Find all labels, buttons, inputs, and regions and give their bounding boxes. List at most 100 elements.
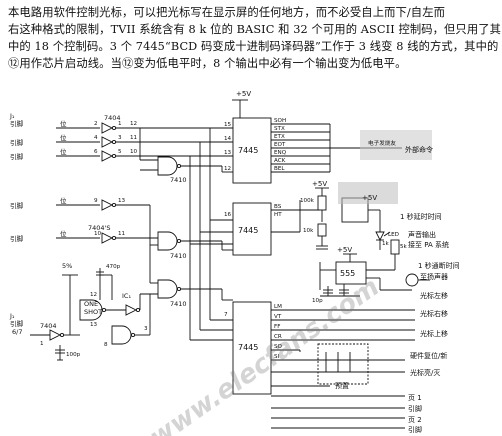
paragraph-line-1: 本电路用软件控制光标，可以把光标写在显示屏的任何地方，而不必受自上而下/自左而 (8, 6, 445, 19)
label-cursor-left: 光标左移 (420, 291, 448, 300)
chip3-label: 7445 (238, 343, 258, 352)
pin-3: 3 (118, 135, 122, 141)
chip2-label: 7445 (238, 226, 258, 235)
ctrl-code-3: EOT (274, 142, 286, 148)
label-one-sec: 1 秒通断时间 (418, 261, 460, 270)
pin-9: 9 (94, 198, 98, 204)
ctrl-code-3-3: CR (274, 334, 282, 340)
pin-5: 5 (118, 149, 122, 155)
ctrl-code-3-5: SI (274, 354, 280, 360)
ctrl-code-2-0: BS (274, 204, 282, 210)
timer-555-label: 555 (340, 269, 355, 278)
j1-label-top: J₁ (9, 112, 15, 120)
ctrl-code-5: ACK (274, 158, 286, 164)
inverter-chip-label-2: 7404'S (88, 224, 110, 232)
label-cursor-onoff: 光标亮/灭 (410, 368, 440, 377)
ic1-label: IC₁ (122, 292, 131, 300)
pin-12: 12 (224, 166, 231, 172)
pin-15: 15 (224, 122, 232, 128)
label-reset: 硬件复位/新 (410, 351, 447, 360)
nand-chip-label-3: 7410 (170, 300, 187, 308)
pin-14: 14 (224, 136, 232, 142)
label-page2: 页 2 (408, 416, 422, 424)
ctrl-code-6: BEL (274, 166, 285, 172)
ctrl-code-0: SOH (274, 118, 286, 124)
vcc-label: +5V (236, 90, 251, 98)
pin-13: 13 (224, 150, 232, 156)
pin-3b: 3 (144, 326, 148, 332)
percent-label: 5% (62, 262, 72, 270)
ctrl-code-3-1: VT (274, 314, 282, 320)
j1-pin-bottom: 引脚 (10, 319, 24, 328)
label-sound-out: 声音输出 (408, 230, 436, 239)
pin-11b: 11 (118, 231, 126, 237)
label-to-speaker: 至扬声器 (420, 272, 448, 281)
pin-1b: 1 (40, 341, 44, 347)
vcc-right-2: +5V (337, 246, 352, 254)
ctrl-code-2: ETX (274, 134, 285, 140)
j1-pin-1: 引脚 (10, 119, 24, 128)
pin-10b: 10 (94, 231, 102, 237)
pin-4: 4 (94, 135, 98, 141)
pin-11: 11 (130, 135, 138, 141)
ctrl-code-1: STX (274, 126, 285, 132)
pin-8: 8 (104, 342, 108, 348)
bit-label-2: 位 (60, 133, 67, 142)
cap-100p: 100p (66, 352, 81, 358)
description-paragraph: 本电路用软件控制光标，可以把光标写在显示屏的任何地方，而不必受自上而下/自左而 … (8, 4, 502, 72)
led-label: LED (388, 232, 399, 238)
label-pin-a: 引脚 (408, 404, 422, 413)
res-100k: 100k (300, 198, 315, 204)
pin-10: 10 (130, 149, 138, 155)
pin-2: 2 (94, 121, 98, 127)
ctrl-code-4: ENQ (274, 150, 287, 156)
ctrl-code-2-1: HT (274, 212, 282, 218)
j1-pin-3: 引脚 (10, 152, 24, 161)
label-page1: 页 1 (408, 394, 422, 402)
label-pin-b: 引脚 (408, 425, 422, 434)
bit-label-4: 位 (60, 196, 67, 205)
svg-text:电子发烧友: 电子发烧友 (368, 139, 396, 147)
label-external-command: 外部命令 (405, 145, 433, 154)
ctrl-code-3-4: SO (274, 344, 283, 350)
inverter-7404-bottom: 7404 (40, 322, 57, 330)
pin-6-7: 6/7 (12, 328, 22, 336)
res-1k: 1k (382, 241, 390, 247)
ctrl-code-3-2: FF (274, 324, 280, 330)
watermark-stamp: 电子发烧友 (338, 130, 432, 204)
bit-label-1: 位 (60, 119, 67, 128)
nand-chip-label-2: 7410 (170, 252, 187, 260)
watermark: www.elecfans.com (144, 272, 385, 436)
cap-10p: 10p (312, 298, 323, 304)
paragraph-line-4: ⑫用作芯片启动线。当⑫变为低电平时，8 个输出中必有一个输出变为低电平。 (8, 57, 407, 70)
pin-13c: 13 (90, 322, 98, 328)
inverter-chip-label: 7404 (104, 114, 121, 122)
paragraph-line-2: 右这种格式的限制，TVII 系统含有 8 k 位的 BASIC 和 32 个可用… (8, 23, 502, 36)
vcc-right-1: +5V (312, 180, 327, 188)
pin-16: 16 (224, 212, 232, 218)
cap-470p: 470p (106, 264, 121, 270)
j1-pin-4: 引脚 (10, 201, 24, 210)
pin-13b: 13 (118, 198, 126, 204)
res-10k: 10k (303, 228, 314, 234)
j1-pin-2: 引脚 (10, 138, 24, 147)
j1-label-bottom: J₁ (9, 312, 15, 320)
bit-label-5: 位 (60, 229, 67, 238)
bit-label-3: 位 (60, 147, 67, 156)
j1-pin-5: 引脚 (10, 234, 24, 243)
label-reserved: 预置 (335, 381, 349, 390)
label-cursor-right: 光标右移 (420, 309, 448, 318)
nand-chip-label-1: 7410 (170, 176, 187, 184)
one-shot-label-1: ONE (84, 300, 98, 308)
decoder-chip-3 (232, 301, 272, 395)
switch-box (317, 343, 369, 385)
res-5k: 5k (400, 244, 408, 250)
timer-555-chip (335, 261, 367, 285)
ctrl-code-3-0: LM (274, 304, 282, 310)
decoder-chip-1 (232, 117, 272, 184)
pin-12c: 12 (90, 292, 97, 298)
vcc-right-3: +5V (362, 194, 377, 202)
label-delay: 1 秒延时时间 (400, 212, 442, 221)
one-shot-label-2: SHOT (84, 308, 102, 316)
